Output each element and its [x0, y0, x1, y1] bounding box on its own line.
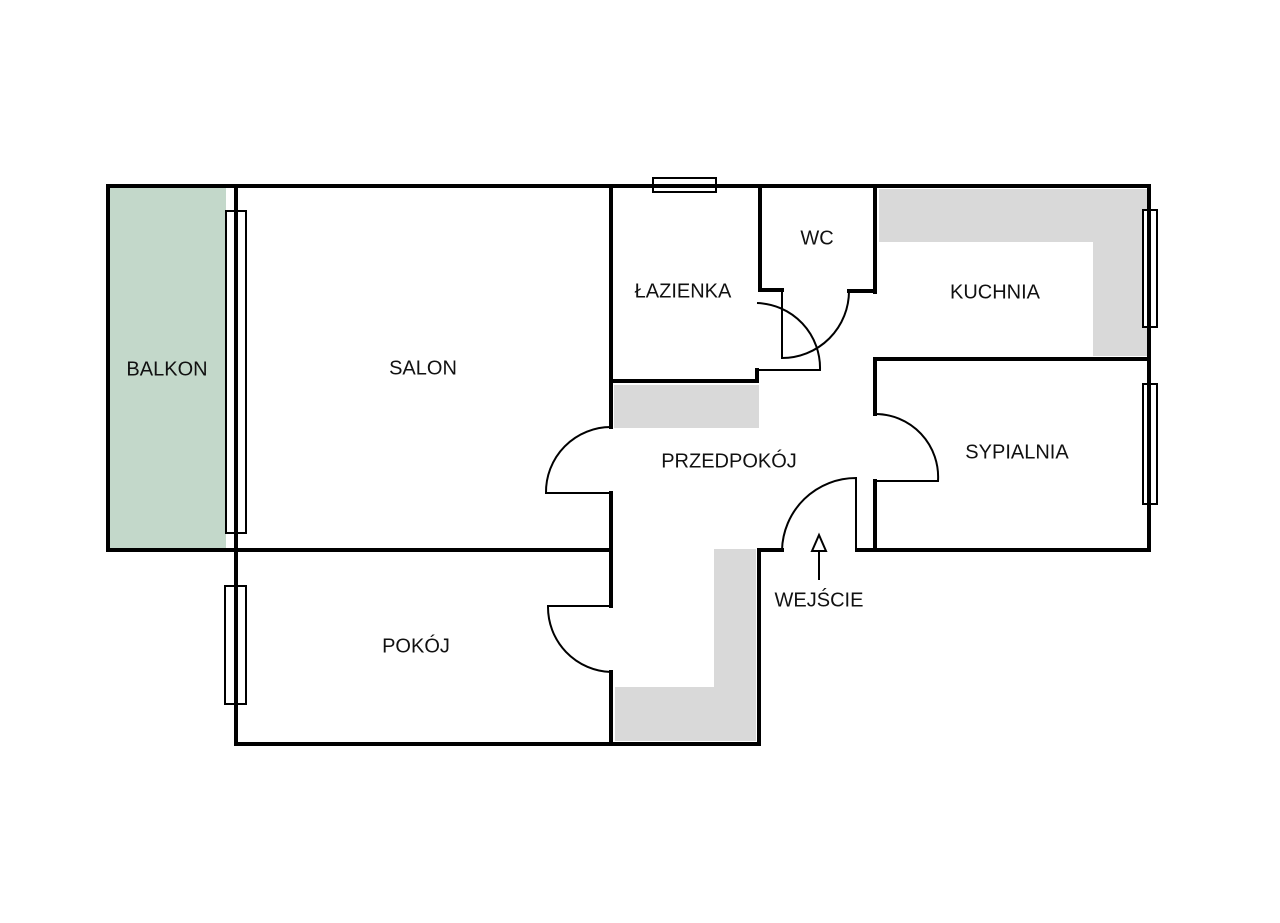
- entrance-door: [781, 476, 857, 551]
- entrance-label: WEJŚCIE: [775, 587, 864, 611]
- walls: [106, 184, 1151, 746]
- room-label-przedpokoj: PRZEDPOKÓJ: [661, 449, 797, 472]
- sypialnia-door: [874, 412, 940, 482]
- kitchen-counter: [879, 189, 1147, 356]
- room-label-pokoj: POKÓJ: [382, 634, 450, 657]
- balcony-area: [108, 187, 226, 550]
- room-label-balkon: BALKON: [126, 358, 207, 380]
- room-label-lazienka: ŁAZIENKA: [635, 280, 732, 302]
- room-label-salon: SALON: [389, 357, 457, 379]
- hallway-cabinet: [615, 549, 756, 741]
- salon-door: [544, 426, 612, 494]
- lazienka-door: [756, 302, 822, 371]
- arrow-up-icon: [810, 532, 828, 580]
- windows: [224, 177, 1158, 706]
- hallway-wardrobe: [614, 385, 759, 428]
- doors: [544, 290, 940, 673]
- room-label-kuchnia: KUCHNIA: [950, 281, 1041, 303]
- room-label-wc: WC: [800, 227, 833, 249]
- wc-door: [781, 290, 850, 360]
- room-label-sypialnia: SYPIALNIA: [965, 441, 1069, 463]
- pokoj-door: [546, 605, 612, 673]
